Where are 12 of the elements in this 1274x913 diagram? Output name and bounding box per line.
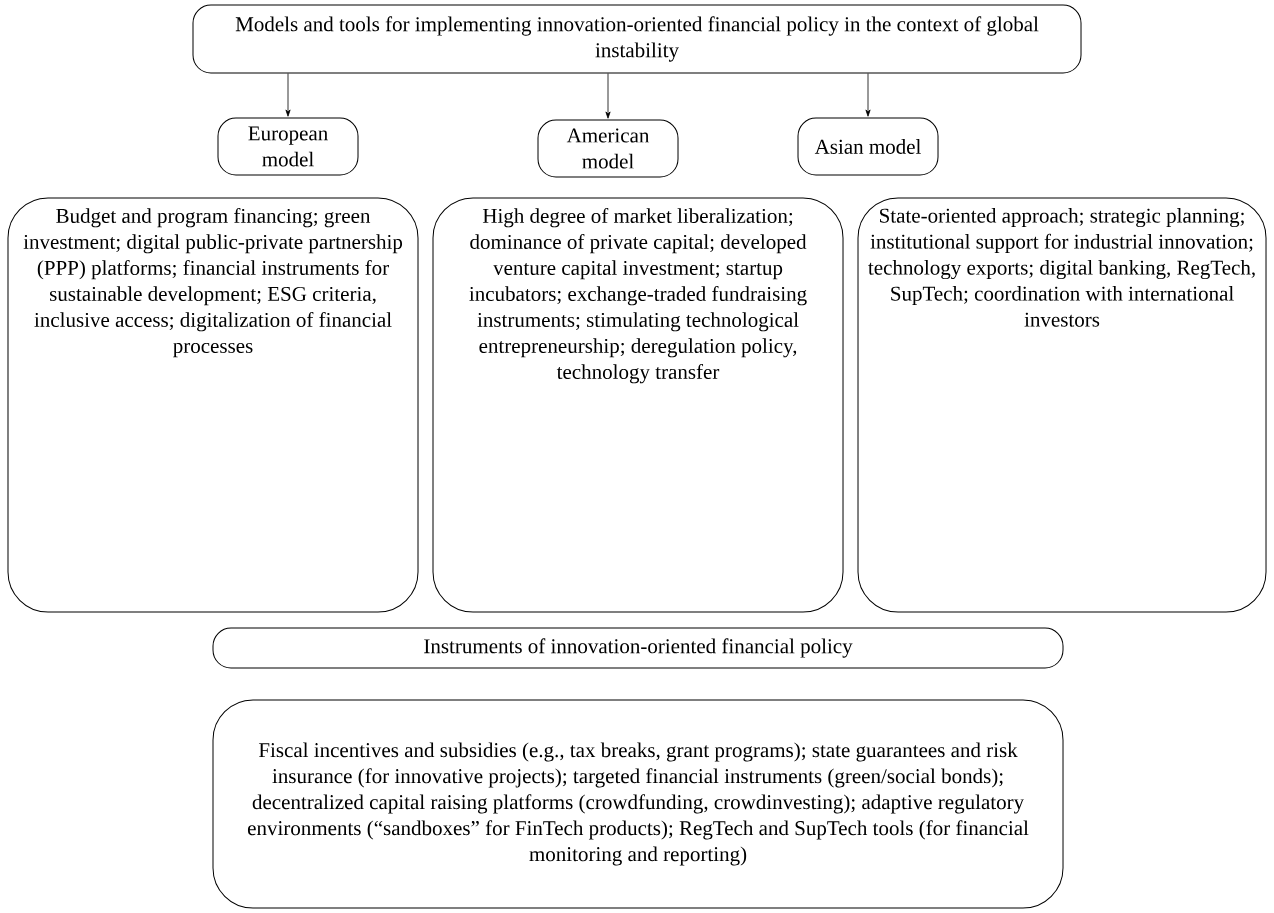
description-box: High degree of market liberalization; dominance of private capital; developed venture capital investment; startup incubators; exchange-traded fundraising instruments; stimulating technological entrepreneurship; deregulation policy, technology transfer xyxy=(432,197,844,613)
description-box: Budget and program financing; green investment; digital public-private partnership (PPP) platforms; financial instruments for sustainable development; ESG criteria, inclusive access; digitalization of financial processes xyxy=(7,197,419,613)
title-box: Models and tools for implementing innovation-oriented financial policy in the context of global instability xyxy=(192,4,1082,74)
arrow xyxy=(605,73,611,119)
heading-box: Instruments of innovation-oriented financial policy xyxy=(212,627,1064,669)
model-box: Asian model xyxy=(797,117,939,176)
description-box: State-oriented approach; strategic planning; institutional support for industrial innovation; technology exports; digital banking, RegTech, SupTech; coordination with international investors xyxy=(857,197,1267,613)
model-box: American model xyxy=(537,119,679,178)
model-box: European model xyxy=(217,117,359,176)
arrow xyxy=(865,73,871,117)
description-box: Fiscal incentives and subsidies (e.g., tax breaks, grant programs); state guarantees and risk insurance (for innovative projects); targeted financial instruments (green/social bonds); decentralized capital raising platforms (crowdfunding, crowdinvesting); adaptive regulatory environments (“sandboxes” for FinTech products); RegTech and SupTech tools (for financial monitoring and reporting) xyxy=(212,699,1064,909)
arrow xyxy=(285,73,291,117)
